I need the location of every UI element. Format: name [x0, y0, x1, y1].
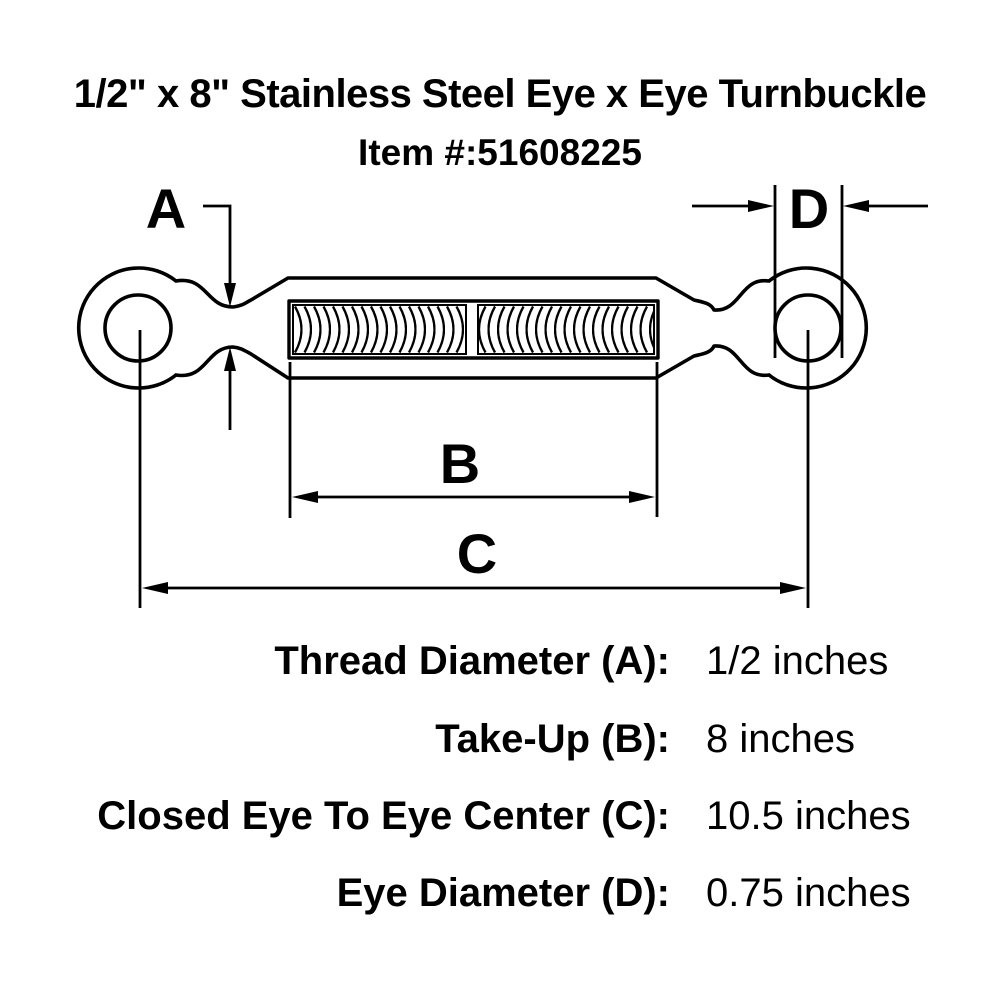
spec-row-thread-diameter: Thread Diameter (A): 1/2 inches	[0, 638, 1000, 684]
dimension-d: D	[692, 177, 928, 358]
spec-label: Eye Diameter (D):	[336, 871, 670, 915]
spec-row-eye-to-eye-center: Closed Eye To Eye Center (C): 10.5 inches	[0, 793, 1000, 839]
right-eye	[767, 266, 869, 390]
dimension-a: A	[146, 177, 236, 430]
spec-value: 0.75 inches	[706, 871, 911, 915]
dimension-c: C	[138, 330, 810, 608]
spec-label: Thread Diameter (A):	[274, 639, 670, 683]
page-title: 1/2" x 8" Stainless Steel Eye x Eye Turn…	[73, 72, 927, 116]
spec-value: 1/2 inches	[706, 639, 889, 683]
threaded-rod-right	[477, 304, 655, 355]
spec-label: Take-Up (B):	[435, 717, 670, 761]
spec-row-take-up: Take-Up (B): 8 inches	[0, 716, 1000, 762]
spec-row-eye-diameter: Eye Diameter (D): 0.75 inches	[0, 870, 1000, 916]
dim-label-b: B	[440, 432, 480, 495]
dim-label-d: D	[789, 177, 829, 240]
dim-label-a: A	[146, 177, 186, 240]
dimension-b: B	[288, 362, 659, 518]
spec-label: Closed Eye To Eye Center (C):	[97, 794, 670, 838]
threaded-rod-left	[292, 304, 467, 355]
spec-value: 10.5 inches	[706, 794, 911, 838]
spec-value: 8 inches	[706, 717, 855, 761]
turnbuckle-body	[174, 276, 771, 380]
left-eye	[76, 266, 178, 390]
item-number: Item #:51608225	[358, 132, 642, 173]
dim-label-c: C	[457, 522, 497, 585]
